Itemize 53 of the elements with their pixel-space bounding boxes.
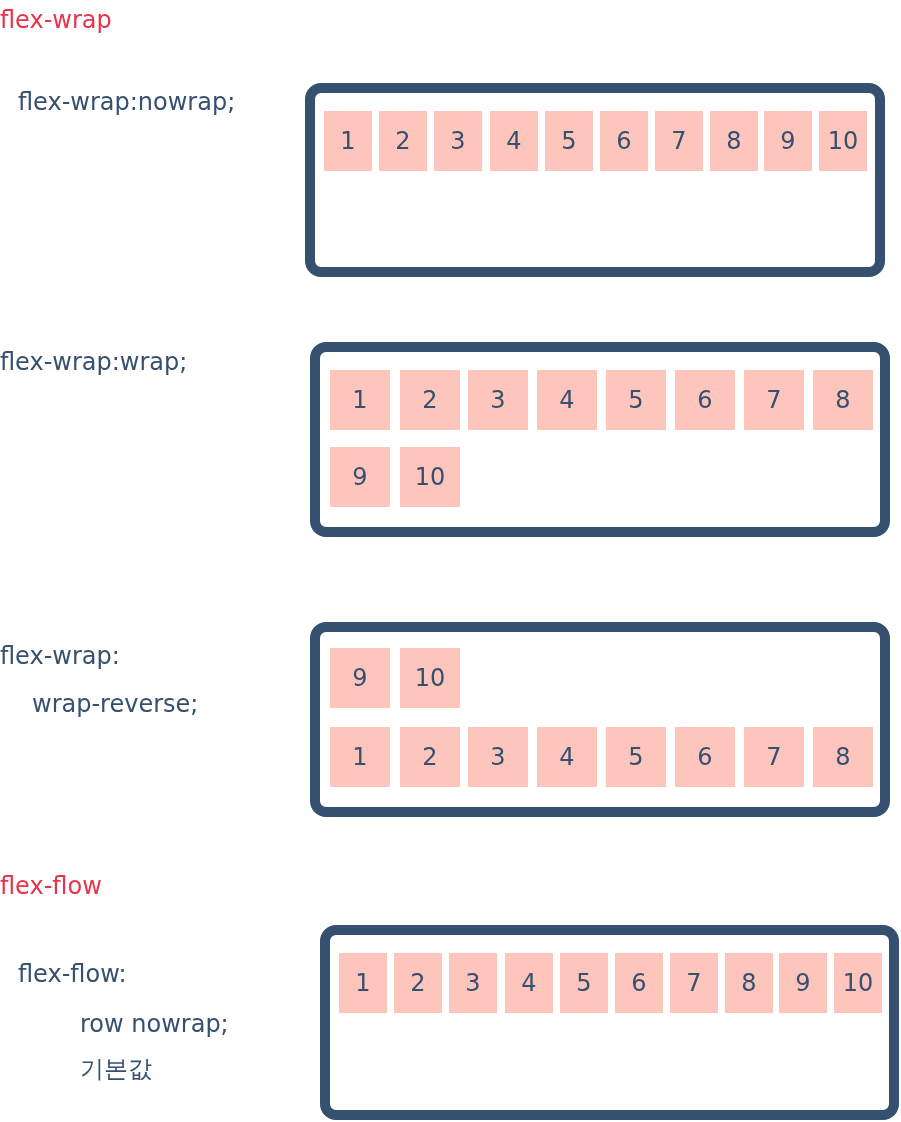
flex-item-box: 7	[655, 111, 703, 171]
flex-item-box: 7	[744, 727, 804, 787]
code-label: wrap-reverse;	[32, 690, 199, 718]
flex-item-box: 3	[468, 370, 528, 430]
flex-item-box: 9	[779, 953, 827, 1013]
code-label: flex-wrap:nowrap;	[18, 88, 236, 116]
code-label: flex-wrap:wrap;	[0, 348, 188, 376]
flex-item-box: 10	[400, 648, 460, 708]
section-heading: flex-flow	[0, 872, 102, 900]
flex-item-box: 6	[675, 370, 735, 430]
flex-item-box: 1	[330, 370, 390, 430]
flex-item-box: 4	[490, 111, 538, 171]
flex-item-box: 3	[434, 111, 482, 171]
flex-container-box	[320, 925, 899, 1120]
section-heading: flex-wrap	[0, 6, 112, 34]
flex-item-box: 2	[394, 953, 442, 1013]
flex-item-box: 4	[537, 370, 597, 430]
code-label: 기본값	[80, 1054, 152, 1085]
flex-item-box: 10	[834, 953, 882, 1013]
flex-item-box: 1	[330, 727, 390, 787]
code-label: flex-flow:	[18, 960, 127, 988]
flex-item-box: 7	[670, 953, 718, 1013]
flex-container-box	[310, 622, 890, 817]
flex-item-box: 6	[675, 727, 735, 787]
flex-item-box: 6	[600, 111, 648, 171]
flex-item-box: 1	[324, 111, 372, 171]
flex-item-box: 8	[813, 370, 873, 430]
flex-item-box: 8	[813, 727, 873, 787]
flex-item-box: 1	[339, 953, 387, 1013]
flex-item-box: 10	[819, 111, 867, 171]
flex-item-box: 4	[537, 727, 597, 787]
flex-item-box: 5	[545, 111, 593, 171]
flex-item-box: 2	[400, 727, 460, 787]
flex-item-box: 9	[330, 447, 390, 507]
flex-item-box: 3	[468, 727, 528, 787]
flex-item-box: 5	[606, 370, 666, 430]
flex-item-box: 3	[449, 953, 497, 1013]
code-label: flex-wrap:	[0, 642, 120, 670]
flex-item-box: 9	[764, 111, 812, 171]
flex-item-box: 6	[615, 953, 663, 1013]
flex-item-box: 8	[725, 953, 773, 1013]
flex-item-box: 9	[330, 648, 390, 708]
flex-item-box: 10	[400, 447, 460, 507]
flex-item-box: 2	[379, 111, 427, 171]
flex-item-box: 2	[400, 370, 460, 430]
flex-item-box: 5	[560, 953, 608, 1013]
flex-container-box	[310, 342, 890, 537]
flex-item-box: 8	[710, 111, 758, 171]
code-label: row nowrap;	[80, 1010, 229, 1038]
flex-item-box: 4	[505, 953, 553, 1013]
flex-item-box: 7	[744, 370, 804, 430]
flex-container-box	[305, 83, 885, 277]
flex-item-box: 5	[606, 727, 666, 787]
